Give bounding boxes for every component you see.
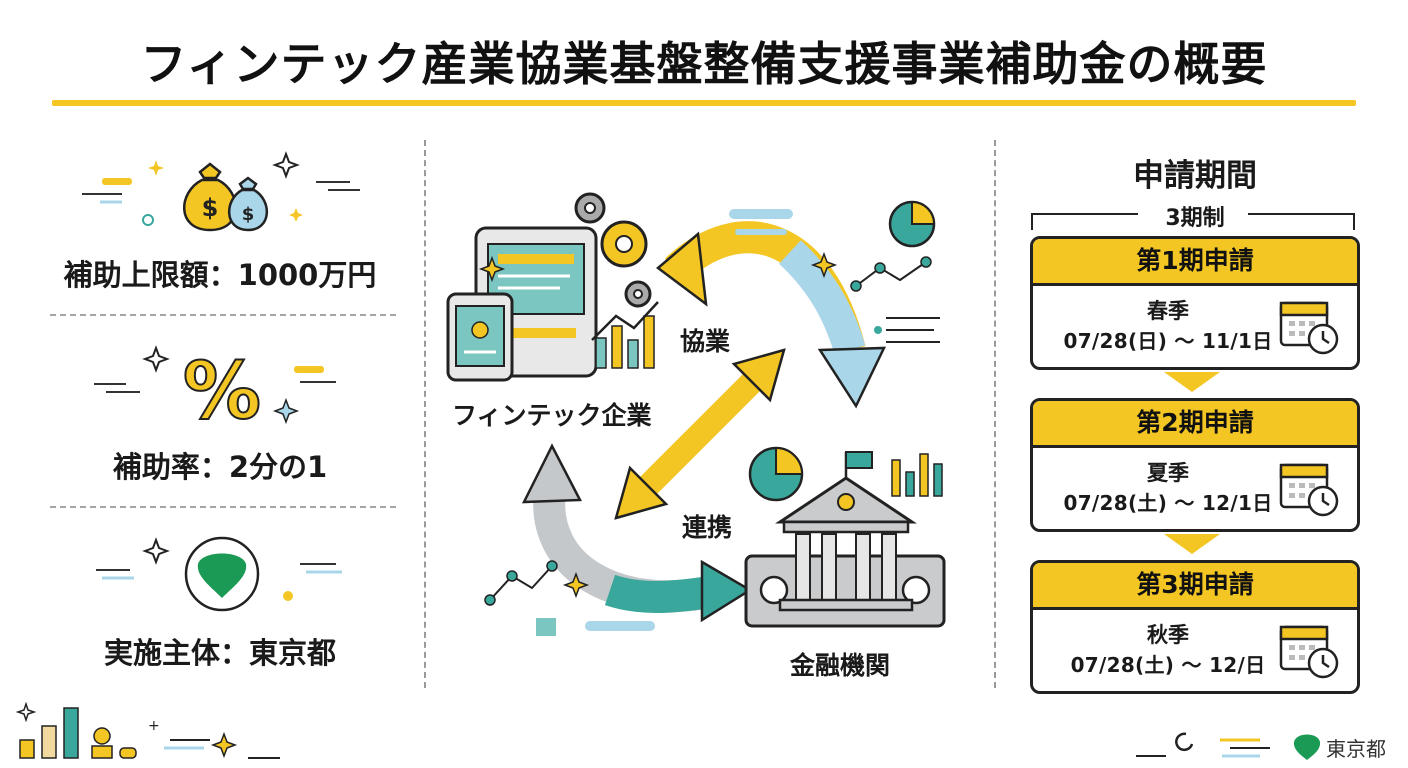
column-divider-right — [994, 140, 996, 688]
period-season: 夏季 — [1147, 461, 1189, 485]
calendar-clock-icon — [1279, 301, 1339, 355]
fintech-devices-icon — [446, 226, 659, 382]
period-season: 春季 — [1147, 299, 1189, 323]
gear-icon — [574, 192, 652, 308]
footer-brand-text: 東京都 — [1326, 737, 1386, 761]
period-season: 秋季 — [1147, 623, 1189, 647]
financial-institution-label: 金融機関 — [790, 651, 891, 680]
period-heading: 第1期申請 — [1033, 239, 1357, 286]
period-dates: 07/28(土) 〜 12/日 — [1070, 653, 1266, 677]
title-underline — [52, 100, 1356, 106]
period-card-1: 第1期申請 春季 07/28(日) 〜 11/1日 — [1030, 236, 1360, 370]
fintech-company-label: フィンテック企業 — [452, 401, 652, 430]
period-arrow-1 — [1164, 372, 1220, 392]
implementer-label: 実施主体：東京都 — [103, 636, 336, 670]
three-term-system-label: 3期制 — [1165, 206, 1225, 231]
footer-chart-decoration: + — [15, 701, 280, 759]
svg-text:+: + — [148, 718, 160, 734]
svg-text:%: % — [183, 347, 261, 428]
subsidy-rate-label: 補助率：2分の1 — [112, 450, 328, 484]
calendar-clock-icon — [1279, 625, 1339, 679]
period-card-2: 第2期申請 夏季 07/28(土) 〜 12/1日 — [1030, 398, 1360, 532]
percent-icon: % — [94, 345, 336, 428]
period-bracket — [1031, 213, 1355, 230]
period-dates: 07/28(日) 〜 11/1日 — [1063, 329, 1273, 353]
svg-text:$: $ — [242, 204, 255, 225]
period-card-3: 第3期申請 秋季 07/28(土) 〜 12/日 — [1030, 560, 1360, 694]
svg-text:$: $ — [202, 194, 219, 222]
period-heading: 第2期申請 — [1033, 401, 1357, 448]
money-bags-icon: $ $ — [82, 151, 360, 232]
bank-building-icon — [744, 451, 946, 628]
subsidy-limit-label: 補助上限額：1000万円 — [63, 258, 377, 292]
calendar-clock-icon — [1279, 463, 1339, 517]
period-dates: 07/28(土) 〜 12/1日 — [1063, 491, 1273, 515]
application-period-title: 申請期間 — [1133, 158, 1257, 194]
page-title: フィンテック産業協業基盤整備支援事業補助金の概要 — [140, 37, 1268, 91]
column-divider-left — [424, 140, 426, 688]
left-divider-2 — [50, 506, 396, 508]
footer-decoration-right — [1136, 732, 1270, 758]
link-label: 連携 — [682, 513, 733, 542]
period-heading: 第3期申請 — [1033, 563, 1357, 610]
collaboration-label: 協業 — [680, 327, 731, 356]
tokyo-logo-icon — [96, 536, 342, 612]
period-arrow-2 — [1164, 534, 1220, 554]
tokyo-emblem-icon — [1293, 734, 1321, 760]
left-divider-1 — [50, 314, 396, 316]
collaboration-diagram — [446, 192, 946, 636]
